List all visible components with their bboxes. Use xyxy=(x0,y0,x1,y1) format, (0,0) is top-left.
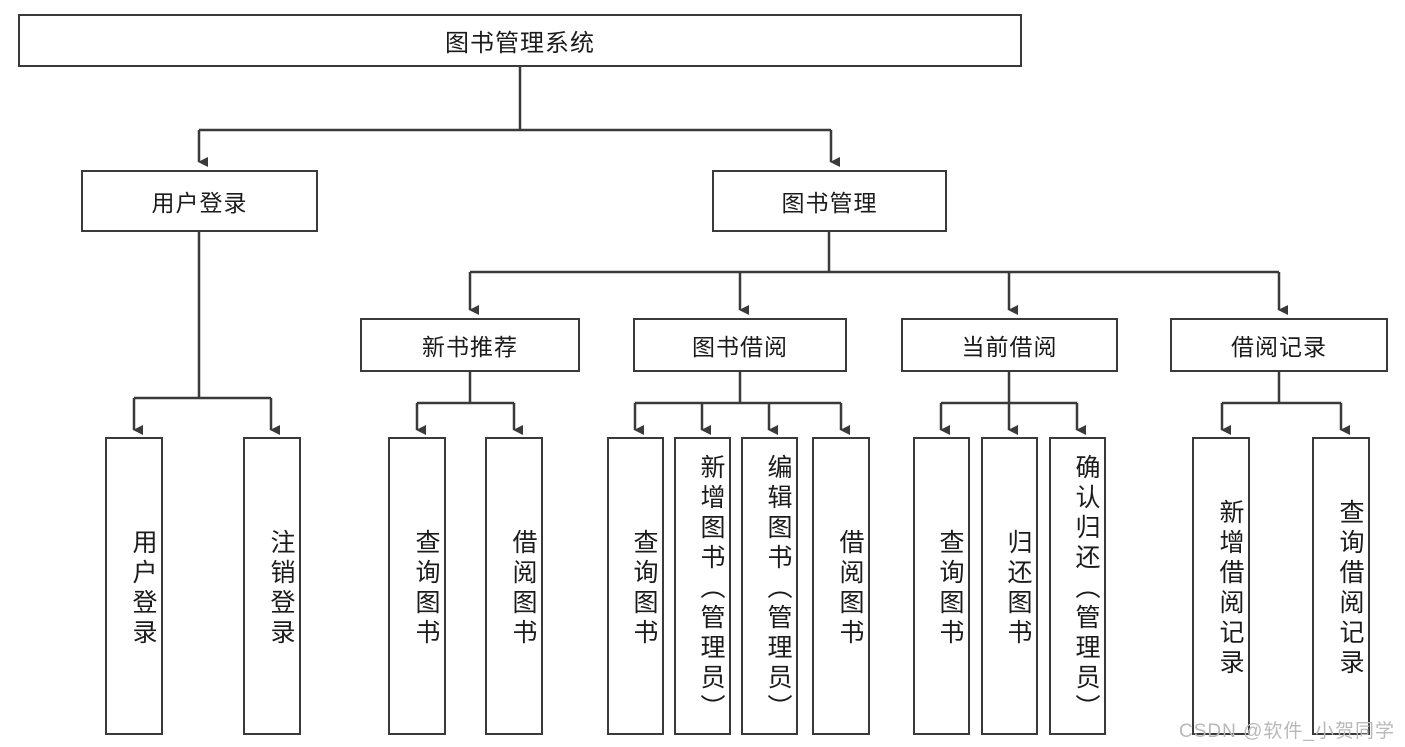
node-root-system[interactable]: 图书管理系统 xyxy=(18,14,1022,67)
watermark-text: CSDN @软件_小贺同学 xyxy=(1179,721,1395,742)
leaf-add-borrow-record[interactable]: 新增借阅记录 xyxy=(1192,437,1250,735)
node-label: 确认归还（管理员） xyxy=(1072,454,1100,724)
node-label: 用户登录 xyxy=(151,190,248,216)
leaf-logout[interactable]: 注销登录 xyxy=(243,437,301,735)
leaf-borrow-book-recommend[interactable]: 借阅图书 xyxy=(485,437,543,735)
leaf-user-login[interactable]: 用户登录 xyxy=(105,437,163,735)
leaf-add-book-admin[interactable]: 新增图书（管理员） xyxy=(674,437,731,735)
node-book-borrow[interactable]: 图书借阅 xyxy=(633,318,847,372)
node-label: 当前借阅 xyxy=(961,334,1058,360)
leaf-query-book-current[interactable]: 查询图书 xyxy=(913,437,970,735)
node-label: 图书借阅 xyxy=(692,334,788,360)
node-label: 图书管理 xyxy=(781,190,878,216)
node-label: 借阅图书 xyxy=(836,529,864,649)
node-new-book-recommend[interactable]: 新书推荐 xyxy=(360,318,580,372)
node-label: 新增图书（管理员） xyxy=(697,454,725,724)
leaf-query-book-recommend[interactable]: 查询图书 xyxy=(388,437,446,735)
node-label: 注销登录 xyxy=(267,529,295,649)
node-label: 查询图书 xyxy=(412,529,440,649)
node-label: 借阅图书 xyxy=(509,529,537,649)
node-label: 查询借阅记录 xyxy=(1336,499,1364,679)
node-label: 归还图书 xyxy=(1004,529,1032,649)
node-label: 图书管理系统 xyxy=(445,30,595,57)
node-user-login[interactable]: 用户登录 xyxy=(81,170,318,232)
node-borrow-record[interactable]: 借阅记录 xyxy=(1170,318,1388,372)
node-label: 查询图书 xyxy=(630,529,658,649)
leaf-borrow-book[interactable]: 借阅图书 xyxy=(812,437,870,735)
node-label: 新增借阅记录 xyxy=(1216,499,1244,679)
node-label: 用户登录 xyxy=(129,529,157,649)
leaf-return-book[interactable]: 归还图书 xyxy=(981,437,1038,735)
node-label: 查询图书 xyxy=(936,529,964,649)
leaf-query-borrow-record[interactable]: 查询借阅记录 xyxy=(1312,437,1370,735)
node-label: 编辑图书（管理员） xyxy=(764,454,792,724)
leaf-query-book-borrow[interactable]: 查询图书 xyxy=(607,437,664,735)
leaf-confirm-return-admin[interactable]: 确认归还（管理员） xyxy=(1049,437,1106,735)
leaf-edit-book-admin[interactable]: 编辑图书（管理员） xyxy=(741,437,798,735)
node-current-borrow[interactable]: 当前借阅 xyxy=(901,318,1118,372)
node-label: 新书推荐 xyxy=(422,334,518,360)
node-book-management[interactable]: 图书管理 xyxy=(712,170,947,232)
node-label: 借阅记录 xyxy=(1231,334,1327,360)
